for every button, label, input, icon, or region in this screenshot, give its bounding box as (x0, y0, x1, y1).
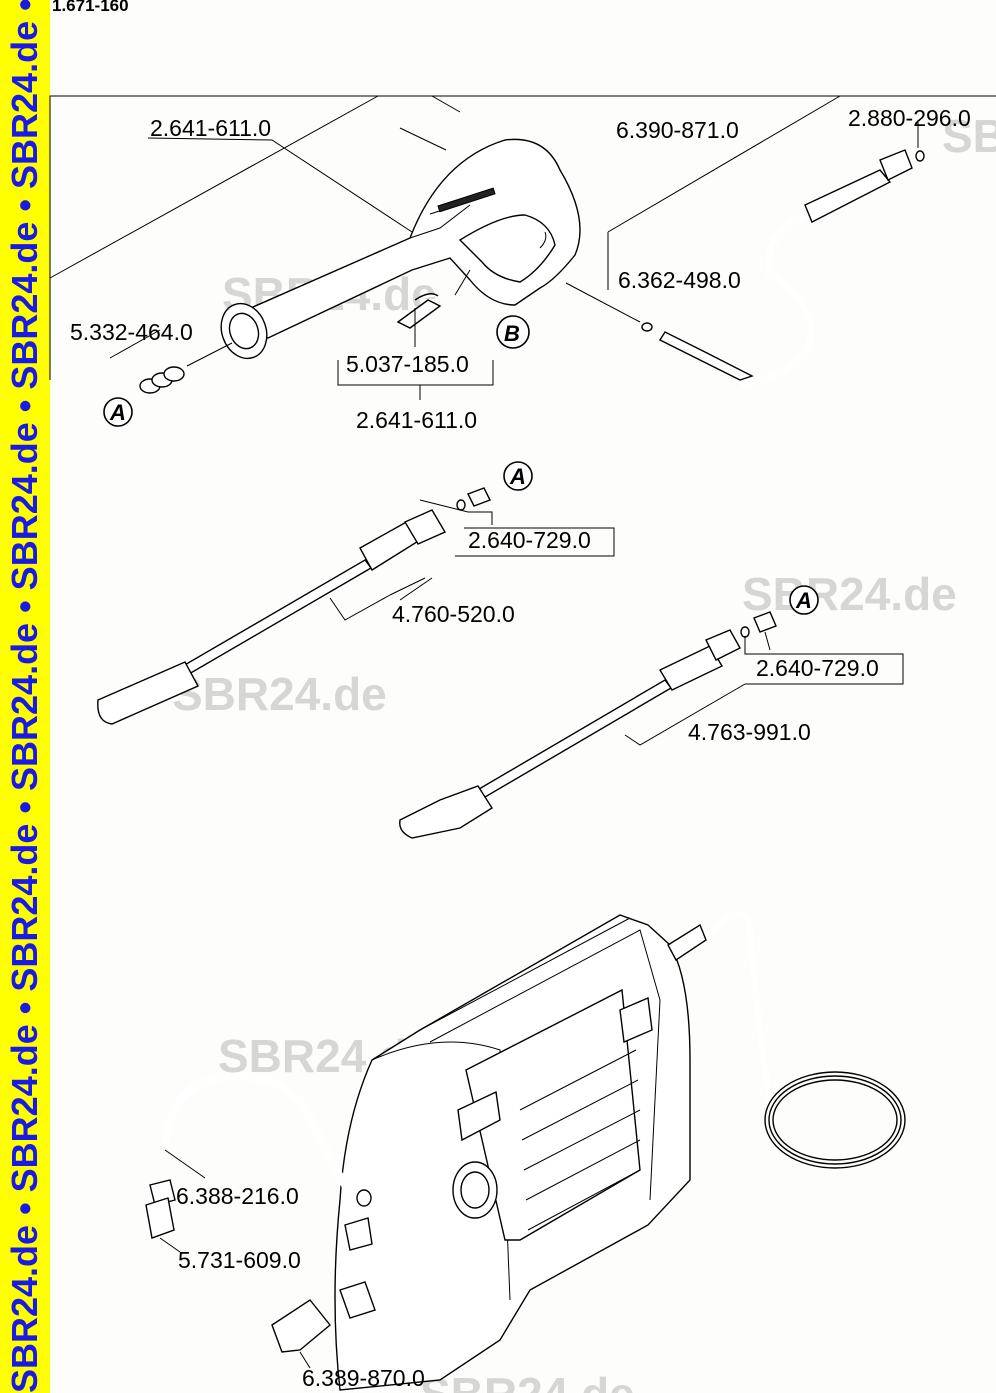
part-label-nozzle-1: 2.640-729.0 (468, 527, 591, 553)
svg-text:A: A (509, 464, 526, 489)
lance-1-drawing (97, 487, 491, 725)
watermark-sidebar: SBR24.de • SBR24.de • SBR24.de • SBR24.d… (0, 0, 50, 1393)
part-label-hose-main: 6.390-871.0 (616, 117, 739, 143)
watermark-4: SBR24.de (942, 110, 996, 162)
svg-text:A: A (795, 588, 812, 613)
hp-hose-drawing (565, 149, 925, 389)
svg-text:B: B (504, 321, 520, 346)
spray-gun-drawing (139, 138, 581, 394)
part-label-lance-1: 4.760-520.0 (392, 601, 515, 627)
watermark-6: SBR24.de (420, 1368, 635, 1393)
part-label-suction-hose: 6.388-216.0 (176, 1183, 299, 1209)
watermark-3: SBR24.de (172, 668, 387, 720)
callout-a-1: A (103, 397, 133, 427)
part-label-lance-2: 4.763-991.0 (688, 719, 811, 745)
part-label-nozzle-2: 2.640-729.0 (756, 655, 879, 681)
part-label-gun-bottom: 2.641-611.0 (356, 407, 477, 433)
part-label-gun-clip: 5.037-185.0 (346, 351, 469, 377)
part-label-gun-top: 2.641-611.0 (150, 115, 271, 141)
base-unit-drawing (145, 910, 906, 1391)
callout-b: B (496, 315, 530, 349)
watermark-2: SBR24.de (742, 568, 957, 620)
part-label-oring-hose: 6.362-498.0 (618, 267, 741, 293)
lance-2-drawing (399, 611, 777, 839)
svg-text:A: A (109, 400, 126, 425)
document-id: 1.671-160 (52, 0, 129, 15)
part-label-filter: 5.731-609.0 (178, 1247, 301, 1273)
gun-assembly-frame (49, 95, 996, 380)
callout-a-3: A (789, 585, 819, 615)
part-label-gun-spring: 5.332-464.0 (70, 319, 193, 345)
part-label-inlet-coupling: 6.389-870.0 (302, 1365, 425, 1391)
part-label-hose-clip: 2.880-296.0 (848, 105, 971, 131)
background-watermarks: SBR24.de SBR24.de SBR24.de SBR24.de SBR2… (172, 110, 996, 1393)
callout-a-2: A (503, 461, 533, 491)
